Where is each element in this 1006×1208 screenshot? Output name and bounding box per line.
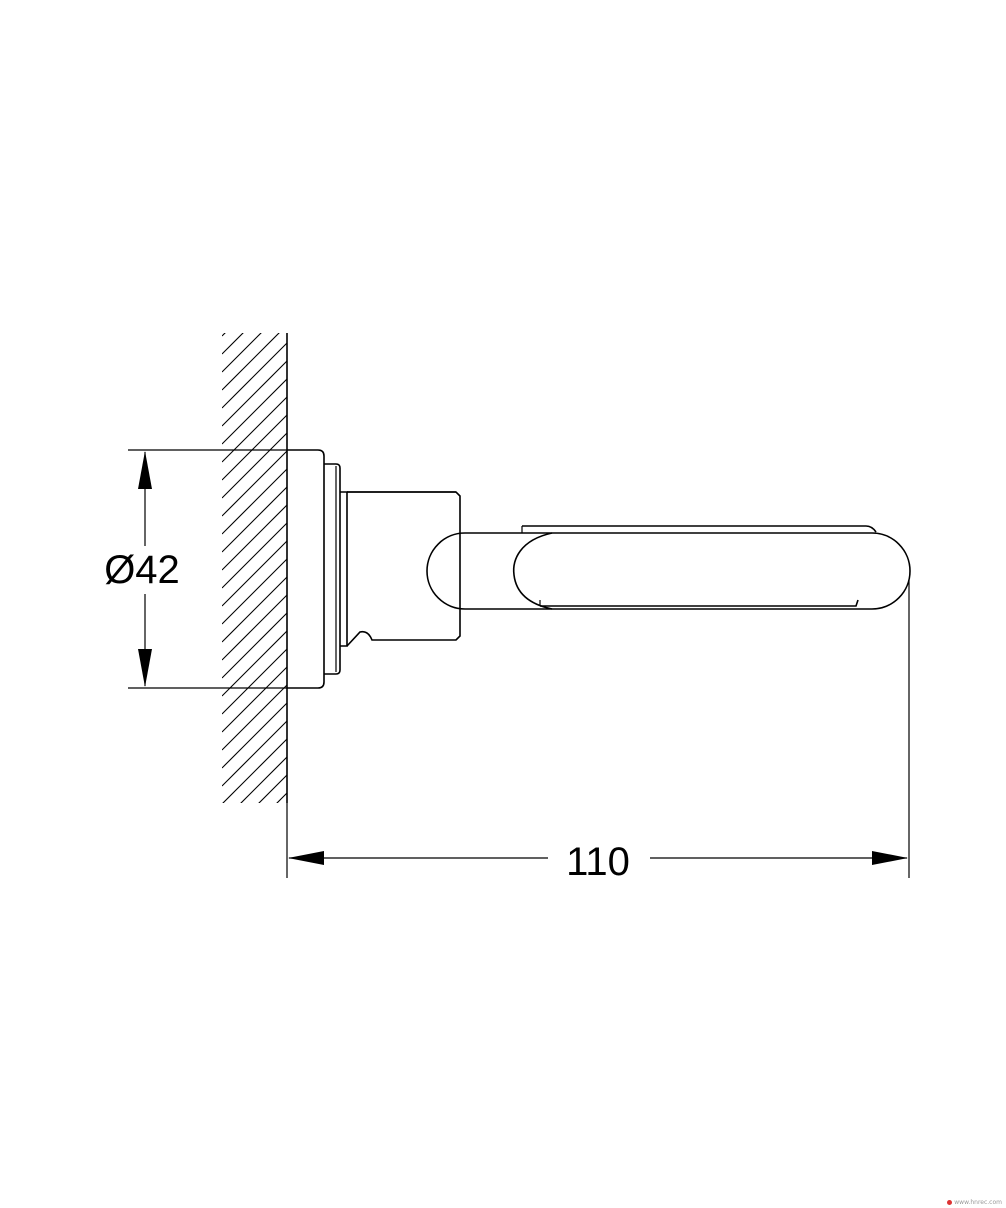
diameter-label: Ø42 bbox=[104, 548, 180, 592]
hatch-line bbox=[240, 756, 287, 803]
hatch-line bbox=[222, 883, 287, 948]
arrow-left-icon bbox=[288, 851, 324, 865]
hatch-line bbox=[222, 684, 287, 751]
holder-arm bbox=[340, 491, 461, 647]
extension-lines bbox=[128, 449, 910, 878]
hatch-line bbox=[222, 702, 287, 769]
hatch-line bbox=[222, 450, 287, 517]
hatch-line bbox=[222, 720, 287, 787]
hatch-line bbox=[222, 360, 287, 427]
hatch-line bbox=[222, 396, 287, 463]
hatch-line bbox=[222, 253, 287, 318]
hatch-line bbox=[222, 540, 287, 607]
hatch-line bbox=[222, 738, 287, 803]
hatch-line bbox=[222, 333, 226, 337]
hatch-line bbox=[222, 594, 287, 661]
hatch-line bbox=[222, 558, 287, 625]
arrow-right-icon bbox=[872, 851, 908, 865]
hatch-line bbox=[222, 666, 287, 733]
wall-rosette bbox=[287, 449, 341, 689]
length-dimension: 110 bbox=[288, 840, 908, 884]
hatch-line bbox=[222, 630, 287, 697]
hatch-line bbox=[222, 414, 287, 481]
hatch-line bbox=[222, 522, 287, 589]
hatch-line bbox=[222, 333, 280, 391]
hatch-line bbox=[222, 378, 287, 445]
hatch-line bbox=[222, 865, 287, 930]
hatch-line bbox=[222, 576, 287, 643]
hatch-line bbox=[222, 811, 287, 876]
hatch-line bbox=[222, 829, 287, 894]
hatch-line bbox=[222, 648, 287, 715]
hatch-line bbox=[222, 333, 244, 355]
diameter-dimension: Ø42 bbox=[104, 451, 180, 687]
watermark-text: www.hnrec.com bbox=[954, 1199, 1002, 1206]
wall bbox=[222, 253, 288, 948]
hatch-line bbox=[222, 847, 287, 912]
hatch-line bbox=[222, 342, 287, 409]
hatch-line bbox=[222, 486, 287, 553]
arrow-up-icon bbox=[138, 451, 152, 489]
hatch-line bbox=[222, 612, 287, 679]
hatch-line bbox=[258, 774, 287, 803]
holder-dish bbox=[426, 525, 911, 610]
hatch-line bbox=[222, 468, 287, 535]
hatch-line bbox=[222, 504, 287, 571]
wall-hatching bbox=[222, 253, 287, 948]
hatch-line bbox=[222, 333, 262, 373]
hatch-line bbox=[276, 792, 287, 803]
watermark: www.hnrec.com bbox=[947, 1199, 1002, 1206]
hatch-line bbox=[222, 432, 287, 499]
watermark-logo-icon bbox=[947, 1200, 953, 1205]
arrow-down-icon bbox=[138, 649, 152, 687]
length-label: 110 bbox=[566, 840, 630, 884]
